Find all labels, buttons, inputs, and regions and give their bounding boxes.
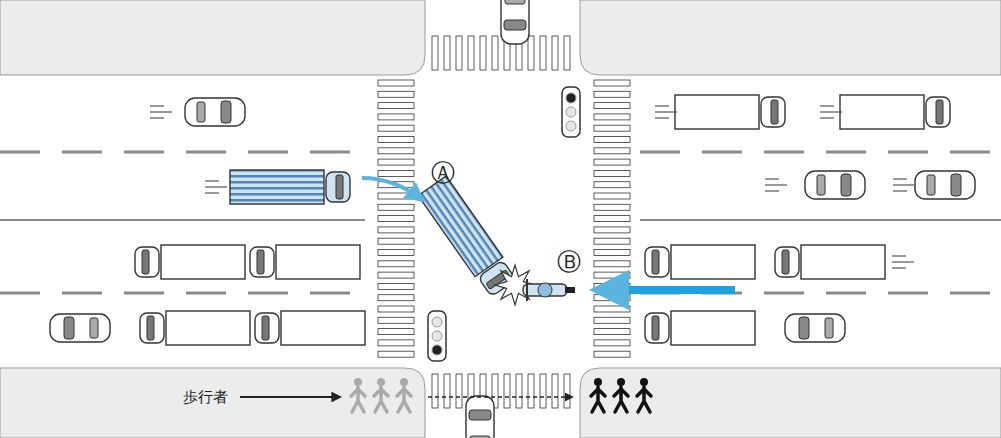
pedestrian xyxy=(614,378,628,412)
speed-line xyxy=(765,184,787,185)
pedestrian-path-arrow xyxy=(428,396,572,398)
sidewalk xyxy=(580,0,1001,75)
speed-line xyxy=(205,180,219,181)
speed-line xyxy=(893,190,907,191)
speed-line xyxy=(820,117,834,118)
truck xyxy=(418,176,518,298)
speed-line xyxy=(150,117,164,118)
speed-line xyxy=(765,178,779,179)
pedestrian-label: 歩行者 xyxy=(183,390,228,405)
car xyxy=(501,0,529,44)
truck xyxy=(230,170,350,204)
pedestrian xyxy=(351,378,365,412)
sidewalk xyxy=(0,368,425,438)
center-line xyxy=(0,219,365,221)
motorbike-arrow xyxy=(597,286,735,294)
truck xyxy=(840,95,950,129)
speed-line xyxy=(892,255,906,256)
callout-letter: Ⓐ xyxy=(431,161,455,185)
center-line xyxy=(640,219,1001,221)
speed-line xyxy=(655,111,677,112)
car xyxy=(185,98,245,126)
speed-line xyxy=(655,105,669,106)
truck xyxy=(135,245,245,279)
traffic-light xyxy=(428,311,446,361)
speed-line xyxy=(205,192,219,193)
pedestrian xyxy=(397,378,411,412)
car xyxy=(466,396,494,438)
lane-line xyxy=(0,292,365,295)
sidewalk xyxy=(580,368,1001,438)
leader-arrow xyxy=(240,396,340,398)
callout-letter: Ⓑ xyxy=(557,250,581,274)
car xyxy=(785,314,845,342)
lane-line xyxy=(640,151,1001,154)
speed-line xyxy=(892,261,914,262)
speed-line xyxy=(893,178,907,179)
speed-line xyxy=(655,117,669,118)
pedestrian xyxy=(637,378,651,412)
vehicles xyxy=(50,0,975,438)
lane-line xyxy=(0,151,365,154)
truck xyxy=(775,245,885,279)
truck xyxy=(140,311,250,345)
truck xyxy=(645,311,755,345)
car xyxy=(915,171,975,199)
truck xyxy=(645,245,755,279)
crosswalk xyxy=(378,36,630,408)
car xyxy=(50,314,110,342)
truck xyxy=(675,95,785,129)
sidewalk xyxy=(0,0,425,75)
pedestrian xyxy=(591,378,605,412)
speed-line xyxy=(205,186,227,187)
speed-line xyxy=(150,105,164,106)
pedestrian xyxy=(374,378,388,412)
speed-line xyxy=(820,105,834,106)
car xyxy=(805,171,865,199)
motorbike xyxy=(523,279,575,301)
speed-line xyxy=(820,111,842,112)
traffic-light xyxy=(562,87,580,137)
truck xyxy=(255,311,365,345)
speed-line xyxy=(893,184,915,185)
speed-line xyxy=(892,267,906,268)
speed-line xyxy=(765,190,779,191)
speed-line xyxy=(150,111,172,112)
turn-arrow xyxy=(362,178,422,200)
truck xyxy=(250,245,360,279)
